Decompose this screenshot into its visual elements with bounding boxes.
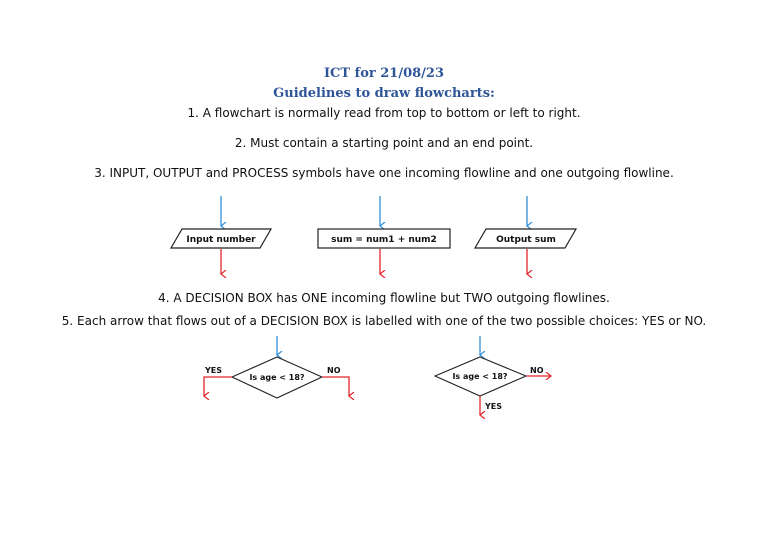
- figure-decisions: Is age < 18? YES NO Is age < 18? NO YES: [204, 336, 551, 415]
- page-subtitle: Guidelines to draw flowcharts:: [273, 86, 495, 101]
- output-parallelogram: [473, 228, 578, 249]
- guideline-1: 1. A flowchart is normally read from top…: [187, 106, 581, 120]
- guideline-3: 3. INPUT, OUTPUT and PROCESS symbols hav…: [94, 166, 674, 180]
- decision-question: Is age < 18?: [249, 373, 304, 382]
- decision-question: Is age < 18?: [452, 372, 507, 381]
- page-title: ICT for 21/08/23: [323, 66, 445, 81]
- guideline-5: 5. Each arrow that flows out of a DECISI…: [61, 314, 707, 328]
- yes-label: YES: [484, 402, 502, 411]
- figure-io-process: Input number sum = num1 + num2 Output su…: [169, 196, 578, 274]
- yes-label: YES: [204, 366, 222, 375]
- guideline-2: 2. Must contain a starting point and an …: [234, 136, 534, 150]
- yes-branch-arrow: [204, 376, 232, 396]
- no-branch-arrow: [322, 376, 349, 396]
- process-label: sum = num1 + num2: [331, 235, 437, 245]
- output-label: Output sum: [496, 235, 556, 245]
- no-label: NO: [530, 366, 544, 375]
- decision-diamond: [230, 356, 324, 399]
- input-parallelogram: [169, 228, 273, 249]
- input-label: Input number: [186, 235, 256, 245]
- process-rectangle: [317, 228, 451, 249]
- no-label: NO: [327, 366, 341, 375]
- guideline-4: 4. A DECISION BOX has ONE incoming flowl…: [158, 291, 610, 305]
